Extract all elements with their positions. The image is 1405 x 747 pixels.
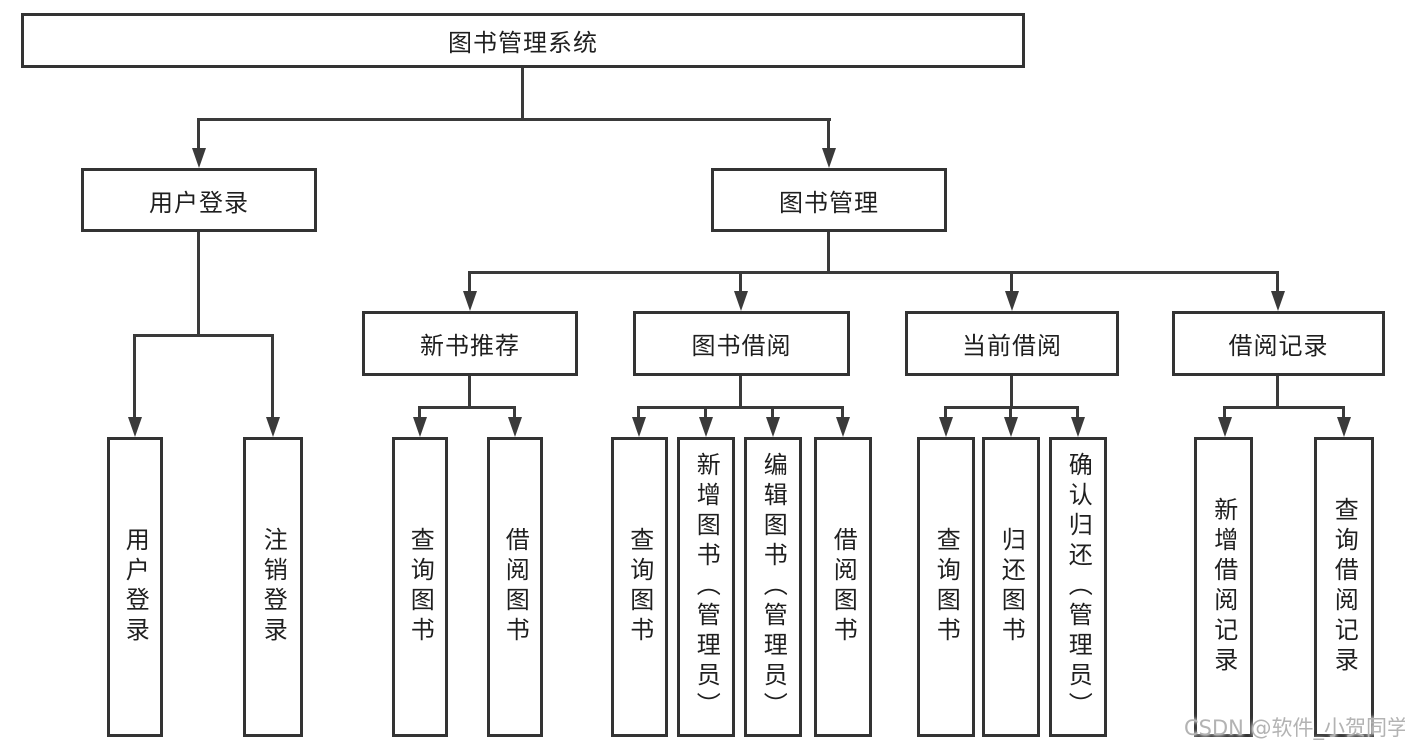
arrowhead-down-icon <box>1071 417 1085 437</box>
connector-line <box>271 334 274 417</box>
node-borrow-records: 借阅记录 <box>1172 311 1385 376</box>
node-label: 新书推荐 <box>420 332 520 360</box>
connector-line <box>1276 271 1279 291</box>
node-add-borrow-record: 新增借阅记录 <box>1194 437 1253 737</box>
node-user-login: 用户登录 <box>81 168 317 232</box>
node-label: 确认归还（管理员） <box>1064 452 1093 722</box>
connector-line <box>1009 406 1012 417</box>
node-label: 借阅图书 <box>829 527 858 647</box>
arrowhead-down-icon <box>822 148 836 168</box>
connector-line <box>637 406 844 409</box>
arrowhead-down-icon <box>1218 417 1232 437</box>
node-library-management-system: 图书管理系统 <box>21 13 1025 68</box>
node-label: 图书借阅 <box>691 332 792 360</box>
arrowhead-down-icon <box>192 148 206 168</box>
node-label: 新增图书（管理员） <box>692 452 721 722</box>
connector-line <box>739 271 742 291</box>
arrowhead-down-icon <box>128 417 142 437</box>
arrowhead-down-icon <box>1005 291 1019 311</box>
node-label: 归还图书 <box>997 527 1026 647</box>
node-label: 图书管理系统 <box>448 29 598 57</box>
node-logout: 注销登录 <box>243 437 303 737</box>
node-current-borrow: 当前借阅 <box>905 311 1119 376</box>
connector-line <box>468 271 471 291</box>
node-book-management: 图书管理 <box>711 168 947 232</box>
connector-line <box>513 406 516 417</box>
arrowhead-down-icon <box>463 291 477 311</box>
arrowhead-down-icon <box>734 291 748 311</box>
connector-line <box>827 232 830 273</box>
connector-line <box>637 406 640 417</box>
node-label: 编辑图书（管理员） <box>759 452 788 722</box>
connector-line <box>1076 406 1079 417</box>
connector-line <box>771 406 774 417</box>
connector-line <box>739 376 742 408</box>
connector-line <box>198 118 831 121</box>
node-label: 借阅图书 <box>501 527 530 647</box>
node-label: 查询图书 <box>406 527 435 647</box>
arrowhead-down-icon <box>836 417 850 437</box>
node-label: 新增借阅记录 <box>1209 497 1238 677</box>
arrowhead-down-icon <box>508 417 522 437</box>
arrowhead-down-icon <box>266 417 280 437</box>
arrowhead-down-icon <box>1004 417 1018 437</box>
node-current-query-book: 查询图书 <box>917 437 975 737</box>
node-label: 查询借阅记录 <box>1330 497 1359 677</box>
connector-line <box>1223 406 1226 417</box>
node-label: 注销登录 <box>259 527 288 647</box>
connector-line <box>133 334 136 417</box>
arrowhead-down-icon <box>939 417 953 437</box>
connector-line <box>521 68 524 120</box>
connector-line <box>704 406 707 417</box>
connector-line <box>1276 376 1279 408</box>
node-label: 查询图书 <box>932 527 961 647</box>
connector-line <box>197 232 200 336</box>
connector-line <box>197 118 200 148</box>
connector-line <box>841 406 844 417</box>
node-user-login-leaf: 用户登录 <box>107 437 163 737</box>
connector-line <box>827 118 830 148</box>
node-label: 用户登录 <box>121 527 150 647</box>
node-recommend-query-book: 查询图书 <box>392 437 448 737</box>
connector-line <box>944 406 947 417</box>
node-label: 用户登录 <box>149 188 249 217</box>
node-add-book-admin: 新增图书（管理员） <box>677 437 735 737</box>
node-return-book: 归还图书 <box>982 437 1040 737</box>
arrowhead-down-icon <box>699 417 713 437</box>
node-edit-book-admin: 编辑图书（管理员） <box>744 437 802 737</box>
node-label: 借阅记录 <box>1228 332 1329 360</box>
arrowhead-down-icon <box>1271 291 1285 311</box>
node-label: 查询图书 <box>625 527 654 647</box>
connector-line <box>1342 406 1345 417</box>
node-recommend-borrow-book: 借阅图书 <box>487 437 543 737</box>
connector-line <box>1010 271 1013 291</box>
node-book-borrow: 图书借阅 <box>633 311 850 376</box>
arrowhead-down-icon <box>632 417 646 437</box>
node-borrow-book: 借阅图书 <box>814 437 872 737</box>
connector-line <box>468 271 1279 274</box>
connector-line <box>418 406 516 409</box>
connector-line <box>468 376 471 408</box>
csdn-watermark: CSDN @软件_小贺同学 <box>1184 716 1405 740</box>
node-label: 当前借阅 <box>962 332 1062 360</box>
arrowhead-down-icon <box>1337 417 1351 437</box>
node-borrow-query-book: 查询图书 <box>611 437 668 737</box>
connector-line <box>418 406 421 417</box>
arrowhead-down-icon <box>766 417 780 437</box>
node-new-book-recommend: 新书推荐 <box>362 311 578 376</box>
node-label: 图书管理 <box>779 188 879 217</box>
arrowhead-down-icon <box>413 417 427 437</box>
connector-line <box>1223 406 1344 409</box>
node-query-borrow-record: 查询借阅记录 <box>1314 437 1374 737</box>
node-confirm-return-admin: 确认归还（管理员） <box>1049 437 1107 737</box>
connector-line <box>1010 376 1013 408</box>
connector-line <box>133 334 274 337</box>
